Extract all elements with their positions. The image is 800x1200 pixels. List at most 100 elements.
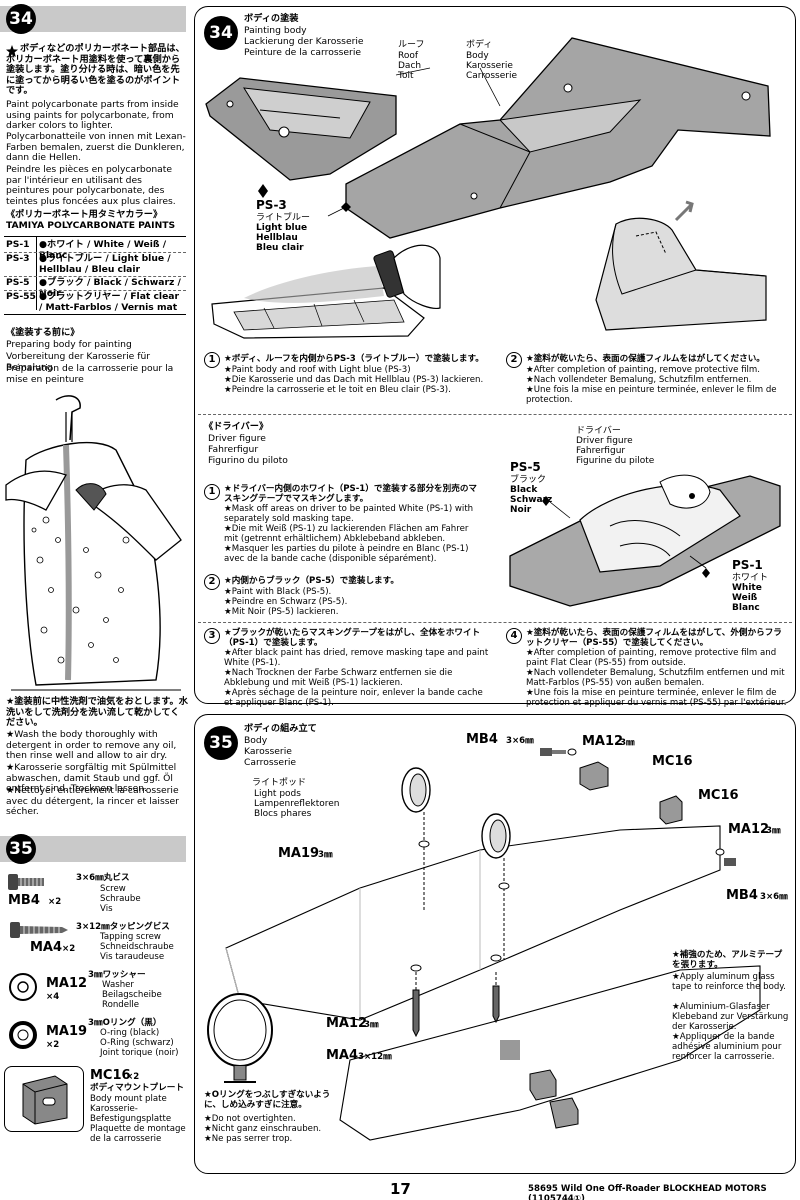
driver-label-en: Driver figure [576, 436, 633, 446]
driver-section-divider [198, 414, 792, 415]
step-34-panel-number: 34 [204, 16, 238, 50]
prep-title-de: Vorbereitung der Karosserie für Bemalung [6, 351, 151, 373]
ps3-en: Light blue [256, 223, 308, 233]
polycarbonate-note-de: Polycarbonatteile von innen mit Lexan-Fa… [6, 131, 186, 164]
driver-substep-1-en: ★Mask off areas on driver to be painted … [224, 504, 474, 524]
body-assembly-illustration [225, 748, 761, 1141]
step-35-title-fr: Carrosserie [244, 757, 297, 768]
part-en: Tapping screw [100, 932, 161, 942]
driver-substep-2-fr: ★Mit Noir (PS-5) lackieren. [224, 607, 339, 617]
driver-substep-3-badge: 3 [204, 628, 220, 644]
body-label-de: Karosserie [466, 61, 513, 71]
oring-note-jp: ★Oリングをつぶしすぎないように、しめ込みすぎに注意。 [204, 1090, 331, 1110]
polycarbonate-note-jp: ボディなどのポリカーボネート部品は、ポリカーボネート用塗料を使って裏側から塗装し… [6, 43, 185, 97]
driver-label-jp: ドライバー [576, 426, 621, 436]
part-de: Schraube [100, 894, 141, 904]
mb4-right-size: 3×6㎜ [760, 892, 788, 902]
driver-substep-4-badge: 4 [506, 628, 522, 644]
ma12-right-size: 3㎜ [766, 826, 781, 836]
driver-substep-3-fr: ★Après séchage de la peinture noir, enle… [224, 688, 483, 708]
part-en: Screw [100, 884, 126, 894]
ps5-fr: Noir [510, 505, 532, 515]
tape-note-jp: ★補強のため、アルミテープを張ります。 [672, 950, 783, 970]
ps1-en: White [732, 583, 762, 593]
removing-protective-film-illustration [595, 200, 767, 331]
paint-name: ●ブラック / Black / Schwarz / Noir [39, 277, 181, 299]
oring-note-de: ★Nicht ganz einschrauben. [204, 1124, 322, 1134]
body-label-fr: Carrosserie [466, 71, 518, 81]
driver-substep-1-fr: ★Masquer les parties du pilote à peindre… [224, 544, 469, 564]
paints-title-jp: 《ポリカーボネート用タミヤカラー》 [6, 209, 163, 220]
light-pod-closeup-illustration [207, 993, 273, 1083]
part-fr: Vis [100, 904, 113, 914]
part-id: MB4 [8, 893, 40, 908]
body-mount-plate-icon [22, 1075, 68, 1125]
light-pods-de: Lampenreflektoren [254, 799, 340, 809]
roof-label-fr: Toit [398, 71, 414, 81]
part-jp: 3㎜Oリング（黒） [88, 1018, 162, 1028]
prep-title-en: Preparing body for painting [6, 339, 132, 350]
driver-substep-3-en: ★After black paint has dried, remove mas… [224, 648, 489, 668]
ps3-de: Hellblau [256, 233, 298, 243]
ps3-fr: Bleu clair [256, 243, 304, 253]
part-qty: ×2 [46, 1040, 60, 1050]
model-info: 58695 Wild One Off-Roader BLOCKHEAD MOTO… [528, 1184, 767, 1200]
light-pods-fr: Blocs phares [254, 809, 312, 819]
ma4-bottom-size: 3×12㎜ [358, 1052, 392, 1062]
part-id: MA4 [30, 940, 63, 955]
driver-substep-3-jp: ★ブラックが乾いたらマスキングテープをはがし、全体をホワイト（PS-1）で塗装し… [224, 628, 481, 648]
driver-title-en: Driver figure [208, 433, 266, 444]
paints-row-divider [4, 252, 186, 253]
roof-and-body-illustration [205, 37, 771, 239]
step-34-substep-2-badge: 2 [506, 352, 522, 368]
part-en: O-ring (black) [100, 1028, 160, 1038]
part-jp: 3㎜ワッシャー [88, 970, 146, 980]
mb4-top-id: MB4 [466, 732, 498, 747]
driver-substep-2-de: ★Peindre en Schwarz (PS-5). [224, 597, 348, 607]
ps1-de: Weiß [732, 593, 758, 603]
driver-label-fr: Figurine du pilote [576, 456, 655, 466]
tape-note-en: ★Apply aluminum glass tape to reinforce … [672, 972, 786, 992]
light-pods-jp: ライトポッド [252, 778, 307, 788]
part-jp: 3×12㎜タッピングビス [76, 922, 170, 932]
substep-1-en: ★Paint body and roof with Light blue (PS… [224, 365, 411, 375]
part-fr: Vis taraudeuse [100, 952, 165, 962]
star-icon [6, 45, 18, 57]
driver-figure-illustration [509, 474, 781, 607]
driver-title-fr: Figurino du piloto [208, 455, 288, 466]
paints-table-bottom-rule [4, 314, 186, 315]
driver-substep-3-de: ★Nach Trocknen der Farbe Schwarz entfern… [224, 668, 453, 688]
ps1-jp: ホワイト [732, 573, 769, 583]
wash-note-de: ★Karosserie sorgfältig mit Spülmittel ab… [6, 762, 177, 795]
driver-substep-divider [198, 622, 792, 623]
substep-1-fr: ★Peindre la carrosserie et le toit en Bl… [224, 385, 451, 395]
ma12-bottom-id: MA12 [326, 1016, 368, 1031]
oring-note-fr: ★Ne pas serrer trop. [204, 1134, 293, 1144]
part-qty: ×2 [126, 1072, 140, 1082]
tape-note-fr: ★Appliquer de la bande adhésive aluminiu… [672, 1032, 782, 1062]
paints-title-en: TAMIYA POLYCARBONATE PAINTS [6, 220, 176, 231]
step-34-title-de: Lackierung der Karosserie [244, 36, 364, 47]
step-34-number-badge: 34 [6, 4, 36, 34]
part-de: Beilagscheibe [102, 990, 162, 1000]
step-35-title-jp: ボディの組み立て [244, 723, 317, 734]
oring-note-en: ★Do not overtighten. [204, 1114, 296, 1124]
roof-label-en: Roof [398, 51, 419, 61]
part-jp: ボディマウントプレート [90, 1083, 184, 1093]
prep-title-fr: Préparation de la carrosserie pour la mi… [6, 363, 174, 385]
driver-title-jp: 《ドライバー》 [204, 421, 269, 432]
ps1-fr: Blanc [732, 603, 760, 613]
wash-note-fr: ★Nettoyer entièrement la carrosserie ave… [6, 785, 179, 818]
substep-1-jp: ★ボディ、ルーフを内側からPS-3（ライトブルー）で塗装します。 [224, 354, 484, 364]
part-id: MA19 [46, 1024, 88, 1039]
driver-substep-4-de: ★Nach vollendeter Bemalung, Schutzfilm e… [526, 668, 785, 688]
paints-table-rule [4, 236, 186, 237]
driver-substep-2-en: ★Paint with Black (PS-5). [224, 587, 332, 597]
ma4-bottom-id: MA4 [326, 1048, 359, 1063]
step-34-substep-1-badge: 1 [204, 352, 220, 368]
substep-2-jp: ★塗料が乾いたら、表面の保護フィルムをはがしてください。 [526, 354, 765, 364]
paint-code: PS-55 [6, 291, 36, 302]
mb4-screw-icon [8, 874, 44, 890]
driver-substep-4-jp: ★塗料が乾いたら、表面の保護フィルムをはがして、外側からフラットクリヤー（PS-… [526, 628, 782, 648]
ma4-tapping-screw-icon [10, 922, 68, 938]
